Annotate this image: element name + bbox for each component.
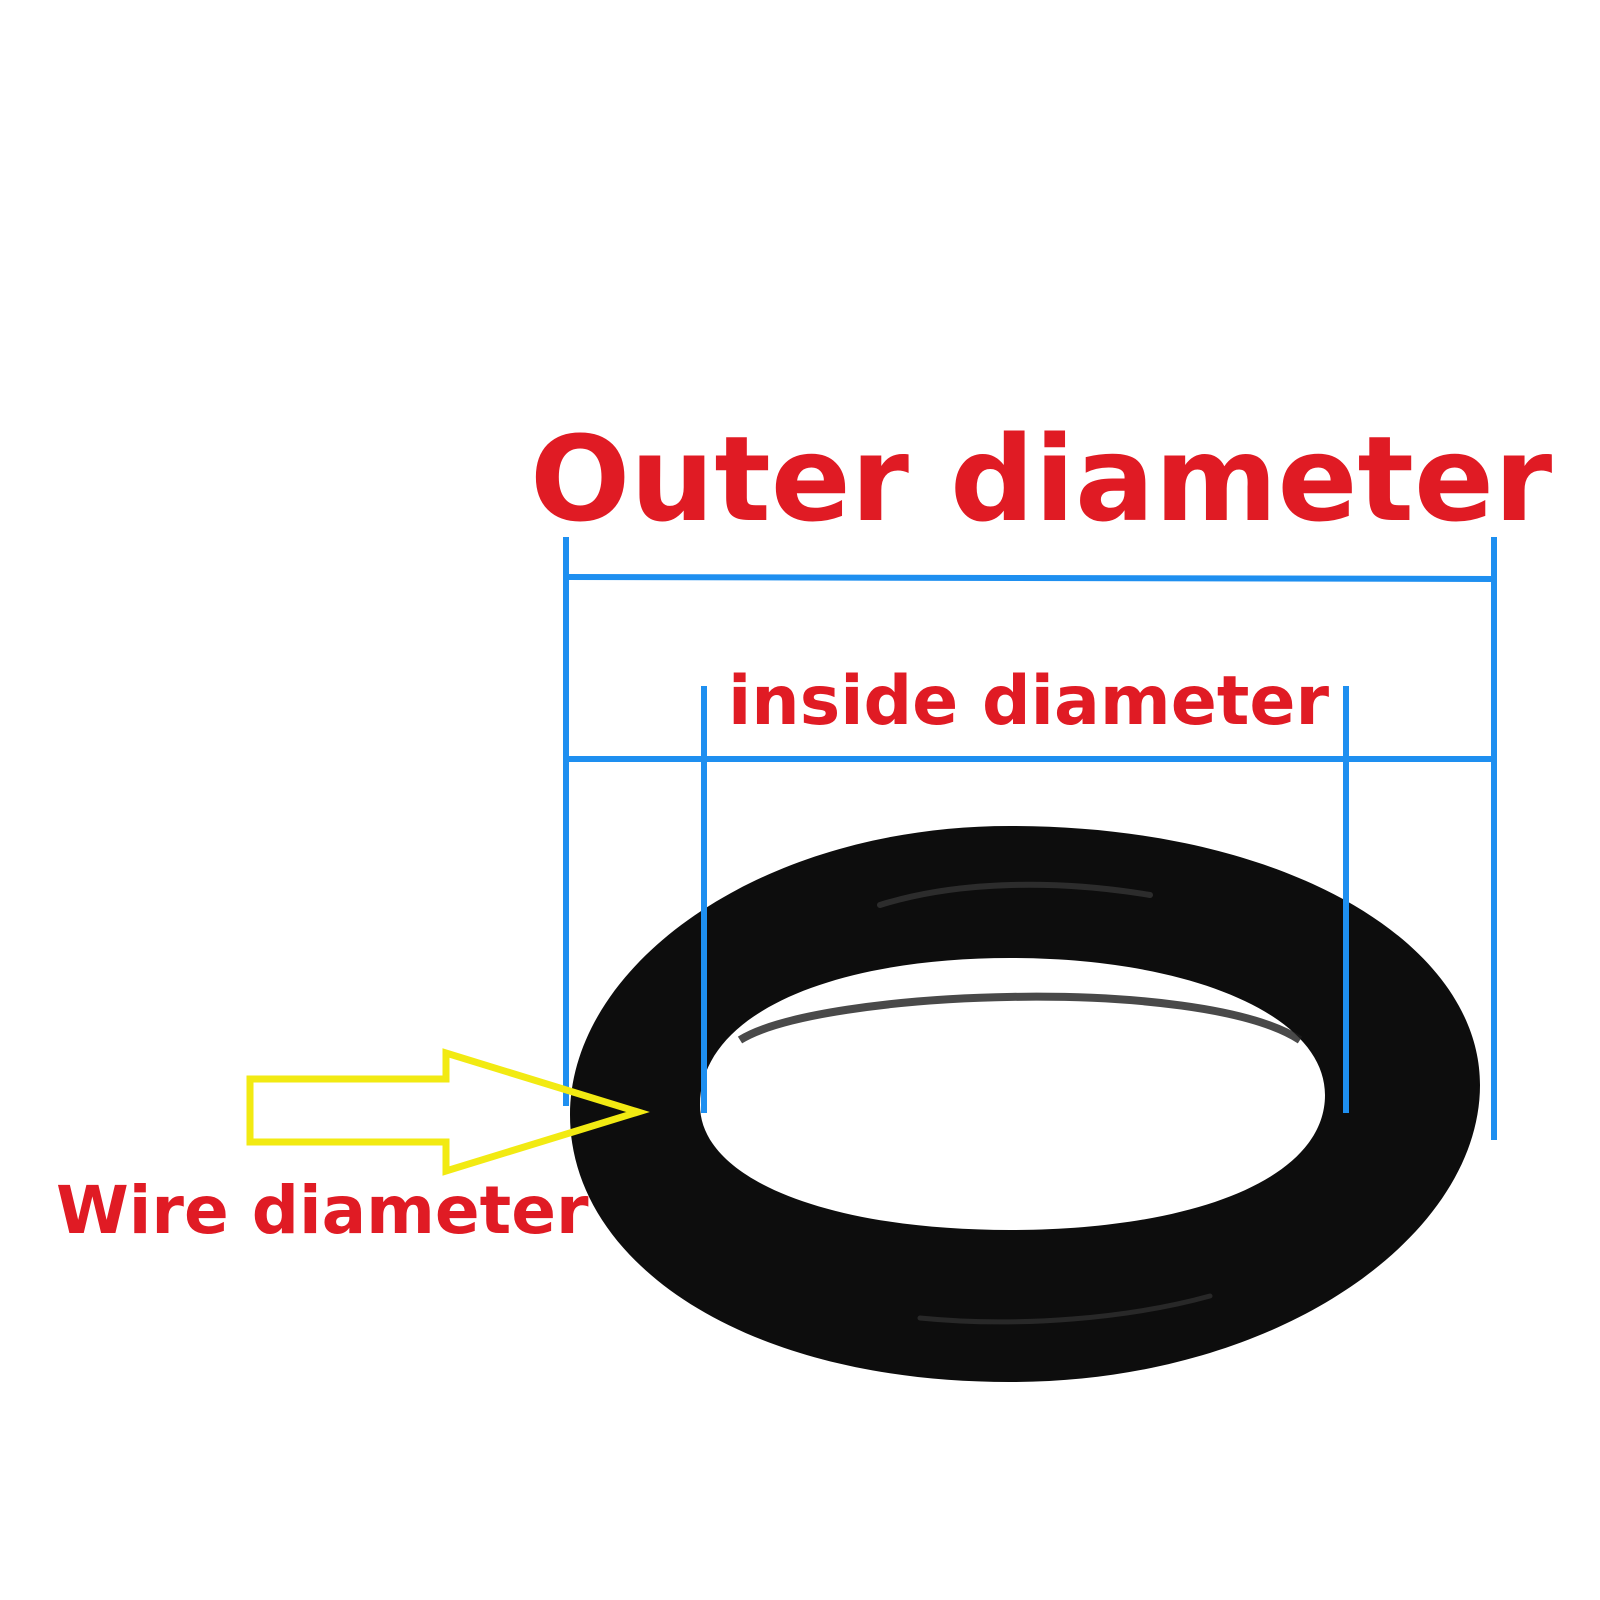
wire-diameter-label: Wire diameter [56,1172,589,1249]
o-ring-top-highlight [877,881,1153,908]
inside-diameter-dimension [701,686,1349,1113]
o-ring [570,826,1480,1382]
outer-dimension-line [565,574,1495,582]
outer-diameter-label: Outer diameter [530,410,1553,548]
outer-diameter-dimension [563,537,1497,1140]
inside-diameter-label: inside diameter [728,662,1329,741]
o-ring-inner-shadow [737,992,1303,1044]
o-ring-bottom-highlight [917,1293,1213,1325]
wire-diameter-arrow-icon [246,1048,650,1176]
o-ring-body [570,826,1480,1382]
